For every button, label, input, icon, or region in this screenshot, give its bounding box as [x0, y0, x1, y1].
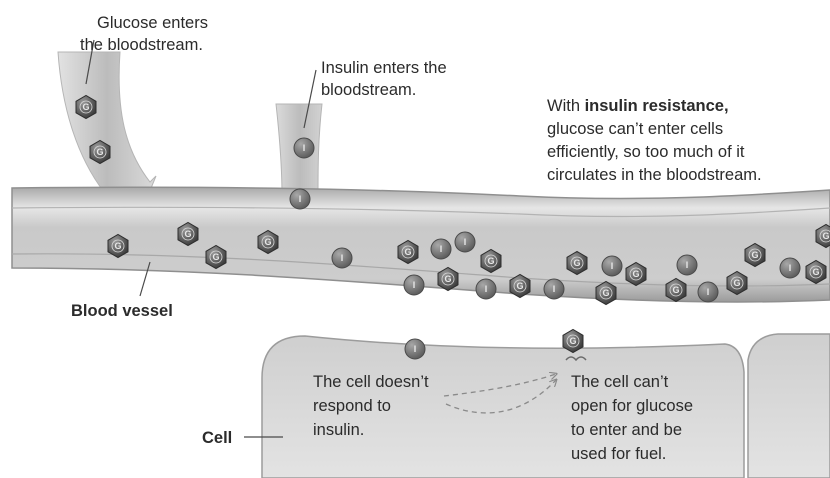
glucose-letter: G — [733, 278, 740, 288]
insulin-molecule: I — [290, 189, 310, 209]
insulin-molecule: I — [431, 239, 451, 259]
glucose-letter: G — [516, 281, 523, 291]
insulin-letter: I — [707, 287, 710, 297]
glucose-enters-line-1: Glucose enters — [97, 14, 208, 32]
insulin-molecule: I — [455, 232, 475, 252]
resistance-prefix: With — [547, 97, 585, 115]
no-response-line-1: The cell doesn’t — [313, 373, 429, 391]
glucose-letter: G — [602, 288, 609, 298]
glucose-letter: G — [82, 102, 89, 112]
insulin-letter: I — [414, 344, 417, 354]
resistance-line-4: circulates in the bloodstream. — [547, 166, 762, 184]
cant-open-line-2: open for glucose — [571, 397, 693, 415]
insulin-letter: I — [686, 260, 689, 270]
blood-vessel-label: Blood vessel — [71, 302, 173, 320]
insulin-letter: I — [440, 244, 443, 254]
insulin-enters-line-1: Insulin enters the — [321, 59, 447, 77]
cant-open-line-4: used for fuel. — [571, 445, 666, 463]
glucose-letter: G — [822, 231, 829, 241]
glucose-molecule: G — [563, 330, 583, 353]
insulin-letter: I — [464, 237, 467, 247]
glucose-letter: G — [444, 274, 451, 284]
no-response-line-2: respond to — [313, 397, 391, 415]
insulin-molecule: I — [544, 279, 564, 299]
insulin-letter: I — [303, 143, 306, 153]
glucose-letter: G — [264, 237, 271, 247]
insulin-molecule: I — [602, 256, 622, 276]
glucose-letter: G — [184, 229, 191, 239]
neighbor-cell — [748, 334, 830, 478]
glucose-letter: G — [212, 252, 219, 262]
insulin-molecule: I — [332, 248, 352, 268]
insulin-molecule: I — [476, 279, 496, 299]
glucose-enters-label: Glucose enters the bloodstream. — [80, 14, 213, 54]
insulin-enters-line-2: bloodstream. — [321, 81, 416, 99]
glucose-letter: G — [812, 267, 819, 277]
glucose-letter: G — [96, 147, 103, 157]
insulin-molecule: I — [698, 282, 718, 302]
glucose-letter: G — [569, 336, 576, 346]
insulin-letter: I — [413, 280, 416, 290]
glucose-letter: G — [751, 250, 758, 260]
insulin-molecule: I — [404, 275, 424, 295]
resistance-bold-term: insulin resistance, — [585, 97, 729, 115]
cant-open-line-3: to enter and be — [571, 421, 682, 439]
insulin-molecule: I — [294, 138, 314, 158]
glucose-letter: G — [632, 269, 639, 279]
insulin-enters-label: Insulin enters the bloodstream. — [321, 59, 451, 99]
insulin-molecule: I — [780, 258, 800, 278]
cell-label: Cell — [202, 429, 232, 447]
glucose-enters-line-2: the bloodstream. — [80, 36, 203, 54]
glucose-letter: G — [487, 256, 494, 266]
insulin-letter: I — [299, 194, 302, 204]
insulin-molecule: I — [405, 339, 425, 359]
resistance-line-3: efficiently, so too much of it — [547, 143, 745, 161]
no-response-line-3: insulin. — [313, 421, 364, 439]
insulin-letter: I — [341, 253, 344, 263]
insulin-letter: I — [789, 263, 792, 273]
resistance-line-2: glucose can’t enter cells — [547, 120, 723, 138]
insulin-letter: I — [485, 284, 488, 294]
insulin-letter: I — [611, 261, 614, 271]
cant-open-line-1: The cell can’t — [571, 373, 669, 391]
glucose-letter: G — [404, 247, 411, 257]
glucose-letter: G — [573, 258, 580, 268]
insulin-molecule: I — [677, 255, 697, 275]
insulin-resistance-text: With insulin resistance, glucose can’t e… — [547, 97, 762, 184]
glucose-letter: G — [114, 241, 121, 251]
insulin-letter: I — [553, 284, 556, 294]
glucose-letter: G — [672, 285, 679, 295]
